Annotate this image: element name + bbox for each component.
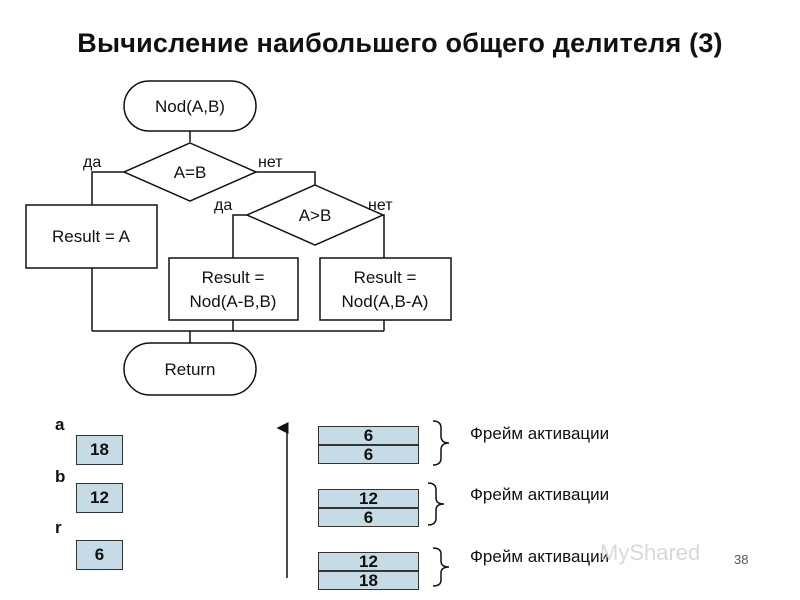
cond2-no-label: нет bbox=[368, 197, 393, 214]
connector-cond2-yes bbox=[232, 214, 247, 258]
frame-brace-3 bbox=[432, 547, 450, 587]
var-label-b: b bbox=[55, 467, 66, 486]
frame-2-bottom-cell: 6 bbox=[318, 508, 419, 527]
frame-brace-2 bbox=[427, 482, 445, 526]
return-label: Return bbox=[164, 360, 215, 379]
var-label-a: a bbox=[55, 415, 65, 434]
frame-2-top-cell: 12 bbox=[318, 489, 419, 508]
result-a-box bbox=[25, 204, 158, 269]
frame-3-label: Фрейм активации bbox=[470, 547, 610, 566]
result-right-box bbox=[319, 257, 452, 321]
cond2-yes-label: да bbox=[214, 197, 232, 214]
frame-1-top-cell: 6 bbox=[318, 426, 419, 445]
result-left-line2: Nod(A-B,B) bbox=[190, 292, 277, 311]
result-left-line1: Result = bbox=[202, 268, 265, 287]
frame-1-label: Фрейм активации bbox=[470, 424, 610, 443]
slide-title: Вычисление наибольшего общего делителя (… bbox=[77, 28, 723, 58]
var-box-a: 18 bbox=[76, 435, 123, 465]
start-terminator bbox=[123, 80, 257, 132]
var-box-r: 6 bbox=[76, 540, 123, 570]
cond1-label: A=B bbox=[174, 163, 207, 182]
watermark: MyShared bbox=[600, 540, 701, 565]
frame-3-bottom-cell: 18 bbox=[318, 571, 419, 590]
var-label-r: r bbox=[55, 518, 62, 537]
decision-a-equals-b bbox=[122, 142, 258, 202]
result-right-line1: Result = bbox=[354, 268, 417, 287]
frame-2-label: Фрейм активации bbox=[470, 485, 610, 504]
decision-a-greater-b bbox=[245, 184, 385, 246]
connector-cond1-yes bbox=[91, 171, 124, 205]
return-terminator bbox=[123, 342, 257, 396]
result-a-label: Result = A bbox=[52, 227, 131, 246]
cond2-label: A>B bbox=[299, 206, 332, 225]
frame-brace-1 bbox=[432, 420, 450, 466]
page-number: 38 bbox=[734, 552, 749, 567]
cond1-yes-label: да bbox=[83, 154, 101, 171]
frame-3-top-cell: 12 bbox=[318, 552, 419, 571]
connector-cond2-no bbox=[383, 214, 385, 258]
cond1-no-label: нет bbox=[258, 154, 283, 171]
result-right-line2: Nod(A,B-A) bbox=[342, 292, 429, 311]
start-label: Nod(A,B) bbox=[155, 97, 225, 116]
connector-cond1-no bbox=[256, 171, 316, 185]
result-left-box bbox=[168, 257, 299, 321]
var-box-b: 12 bbox=[76, 483, 123, 513]
frame-1-bottom-cell: 6 bbox=[318, 445, 419, 464]
